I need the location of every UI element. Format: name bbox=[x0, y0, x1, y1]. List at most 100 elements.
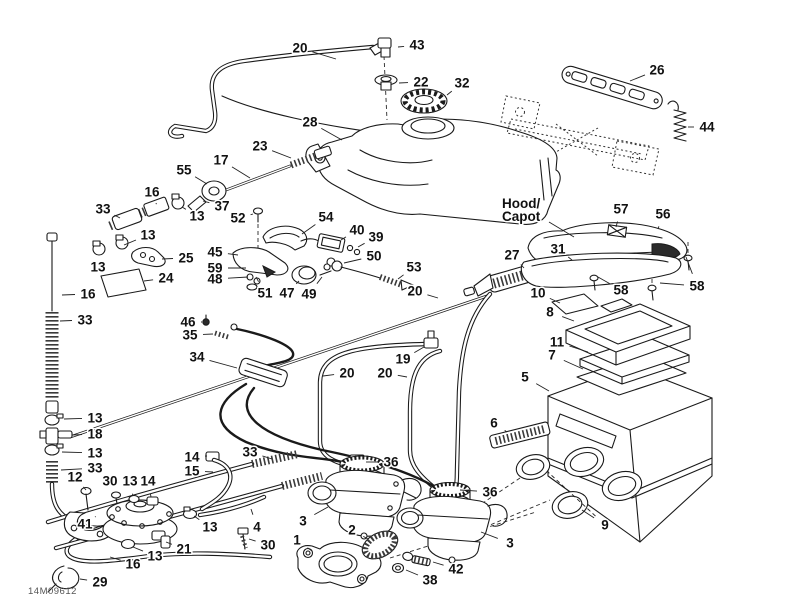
leader-line bbox=[250, 508, 254, 515]
leader-line bbox=[397, 274, 404, 280]
callout-22: 22 bbox=[413, 75, 428, 90]
tee-primer-fitting bbox=[45, 427, 59, 445]
leader-line bbox=[567, 256, 573, 261]
leader-line bbox=[548, 221, 575, 238]
switch-housing bbox=[316, 233, 346, 253]
leader-line bbox=[397, 374, 408, 378]
callout-58: 58 bbox=[689, 279, 705, 294]
disc-fitting bbox=[201, 180, 227, 202]
callout-32: 32 bbox=[454, 76, 469, 91]
leader-line bbox=[271, 150, 292, 159]
callout-51: 51 bbox=[257, 286, 273, 301]
callout-17: 17 bbox=[213, 153, 228, 168]
callout-59: 59 bbox=[207, 261, 222, 276]
carburetor-1 bbox=[307, 454, 422, 540]
leader-line bbox=[427, 294, 439, 299]
callout-16: 16 bbox=[80, 287, 96, 302]
hose-clip bbox=[47, 565, 80, 593]
strap-spring bbox=[667, 100, 687, 142]
callout-4: 4 bbox=[253, 520, 261, 535]
callout-45: 45 bbox=[207, 245, 223, 260]
leader-line bbox=[363, 536, 369, 540]
inline-fitting bbox=[143, 196, 170, 217]
callout-11: 11 bbox=[550, 335, 565, 350]
intake-grill bbox=[489, 421, 551, 449]
leader-line bbox=[193, 515, 200, 520]
leader-line bbox=[312, 51, 337, 60]
callout-43: 43 bbox=[409, 38, 425, 53]
callout-33: 33 bbox=[95, 202, 111, 217]
callout-33: 33 bbox=[77, 313, 93, 328]
leader-line bbox=[316, 276, 323, 284]
callout-18: 18 bbox=[87, 427, 103, 442]
callout-38: 38 bbox=[422, 573, 438, 588]
leader-line bbox=[59, 320, 73, 322]
callout-28: 28 bbox=[302, 115, 318, 130]
callout-55: 55 bbox=[176, 163, 192, 178]
air-silencer-box bbox=[547, 365, 713, 543]
fuel-line-diagonal bbox=[68, 294, 489, 439]
callout-7: 7 bbox=[548, 348, 556, 363]
leader-line bbox=[562, 316, 575, 322]
leader-line bbox=[301, 224, 316, 235]
leader-line bbox=[61, 451, 83, 454]
callout-20: 20 bbox=[407, 284, 422, 299]
leader-line bbox=[79, 578, 88, 581]
callout-13: 13 bbox=[90, 260, 106, 275]
silencer-plate bbox=[520, 252, 682, 288]
callout-20: 20 bbox=[339, 366, 354, 381]
leader-line bbox=[414, 346, 425, 353]
callout-13: 13 bbox=[87, 446, 103, 461]
mount-screw bbox=[237, 527, 249, 550]
callout-41: 41 bbox=[77, 517, 93, 532]
intake-flange bbox=[296, 541, 382, 589]
fuel-tank bbox=[305, 116, 561, 225]
leader-line bbox=[321, 128, 343, 141]
leader-line bbox=[657, 226, 660, 230]
callout-23: 23 bbox=[252, 139, 268, 154]
callout-47: 47 bbox=[279, 286, 294, 301]
leader-line bbox=[685, 256, 693, 274]
callout-54: 54 bbox=[318, 210, 334, 225]
callout-31: 31 bbox=[550, 242, 566, 257]
leader-line bbox=[659, 282, 685, 286]
decal bbox=[551, 293, 599, 315]
callout-36: 36 bbox=[482, 485, 498, 500]
hose-clamp-large bbox=[361, 530, 399, 560]
carburetor-2 bbox=[396, 481, 508, 564]
callout-16: 16 bbox=[125, 557, 141, 572]
callout-33: 33 bbox=[87, 461, 103, 476]
leader-line bbox=[322, 374, 335, 377]
leader-line bbox=[295, 280, 300, 285]
leader-line bbox=[357, 242, 365, 248]
leader-line bbox=[143, 279, 154, 282]
callout-46: 46 bbox=[180, 315, 196, 330]
leader-line bbox=[132, 546, 144, 552]
callout-29: 29 bbox=[92, 575, 107, 590]
mount-plate bbox=[100, 268, 147, 298]
adapter-rings bbox=[515, 454, 589, 519]
callout-58: 58 bbox=[613, 283, 629, 298]
vent-hose-top bbox=[170, 47, 389, 137]
callout-3: 3 bbox=[506, 536, 514, 551]
callout-13: 13 bbox=[140, 228, 156, 243]
callout-57: 57 bbox=[613, 202, 628, 217]
tee-fitting bbox=[423, 337, 439, 349]
callout-36: 36 bbox=[383, 455, 399, 470]
callout-12: 12 bbox=[67, 470, 82, 485]
leader-line bbox=[615, 221, 618, 228]
callout-13: 13 bbox=[87, 411, 103, 426]
leader-line bbox=[307, 547, 313, 552]
leader-line bbox=[314, 506, 329, 515]
leader-line bbox=[231, 166, 251, 179]
leader-line bbox=[446, 90, 453, 96]
leader-line bbox=[480, 531, 498, 539]
leader-line bbox=[405, 569, 419, 576]
leader-line bbox=[209, 359, 238, 369]
vent-hoses-loop bbox=[320, 294, 490, 492]
callout-50: 50 bbox=[366, 249, 381, 264]
leader-line bbox=[83, 486, 87, 491]
